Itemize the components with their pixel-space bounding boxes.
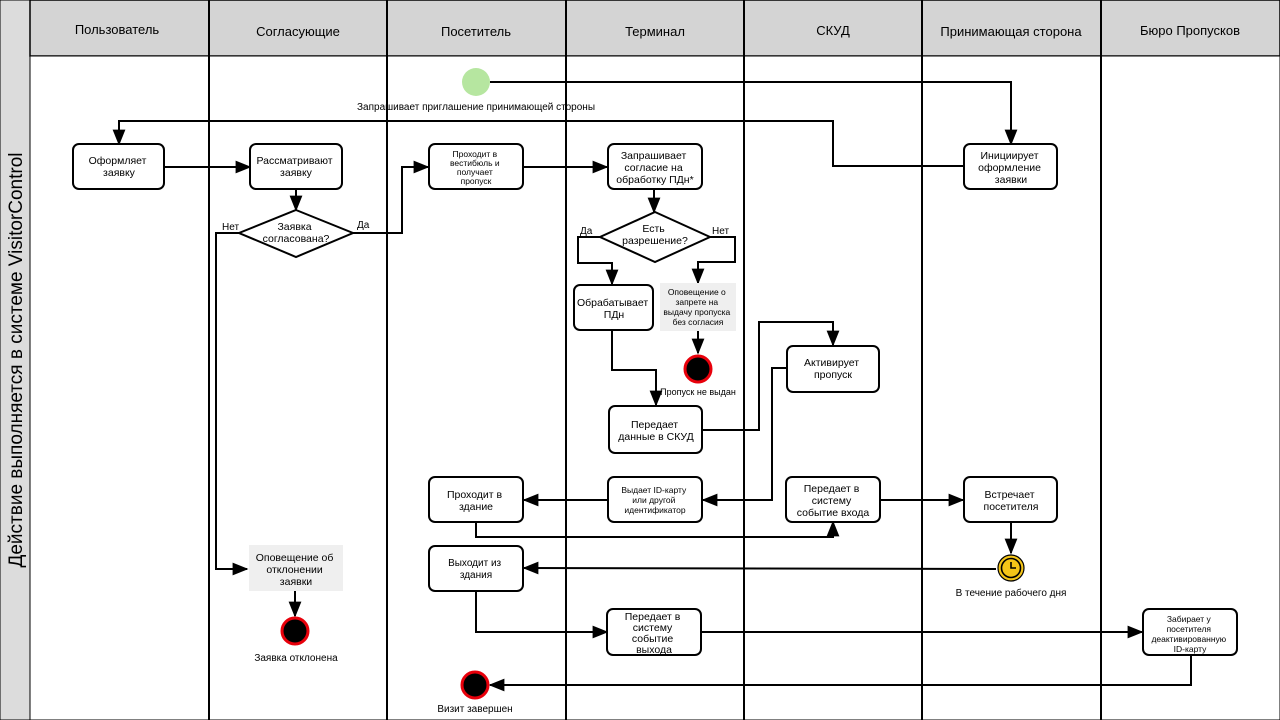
task-exit-event: Передает в систему событие выхода <box>625 611 684 656</box>
lane-title-visitor: Посетитель <box>441 24 511 39</box>
end-event-visit-completed <box>460 670 490 700</box>
end-event-pass-not-issued <box>683 354 713 384</box>
start-event <box>462 68 490 96</box>
lane-title-acs: СКУД <box>816 23 850 38</box>
label-no-approval: Нет <box>222 222 239 233</box>
task-meet-visitor: Встречает посетителя <box>984 489 1039 513</box>
task-review-request: Рассматривают заявку <box>256 155 335 179</box>
tasks <box>72 143 1238 656</box>
denial-notice-text: Оповещение о запрете на выдачу пропуска … <box>663 287 732 327</box>
task-collect-card: Забирает у посетителя деактивированную I… <box>1151 614 1228 654</box>
task-exit-building: Выходит из здания <box>448 558 504 581</box>
lane-title-approvers: Согласующие <box>256 24 340 39</box>
label-request-invitation: Запрашивает приглашение принимающей стор… <box>357 102 595 113</box>
end-event-rejected <box>280 616 310 646</box>
timer-event-icon <box>997 554 1025 582</box>
label-visit-completed: Визит завершен <box>437 704 512 715</box>
task-form-request: Оформляет заявку <box>89 155 150 179</box>
lane-title-host: Принимающая сторона <box>940 24 1082 39</box>
label-request-rejected: Заявка отклонена <box>254 653 338 664</box>
rejection-notice-box <box>249 545 343 591</box>
task-initiate-request: Инициирует оформление заявки <box>978 150 1044 186</box>
pool-title: Действие выполняется в системе VisitorCo… <box>6 153 27 568</box>
decision-permission-label: Есть разрешение? <box>622 223 688 247</box>
decision-request-approved <box>236 208 356 259</box>
rejection-notice-text: Оповещение об отклонении заявки <box>256 552 337 588</box>
label-yes-permission: Да <box>580 226 593 237</box>
task-send-to-acs: Передает данные в СКУД <box>618 419 694 443</box>
lane-title-user: Пользователь <box>75 22 160 37</box>
task-enter-building: Проходит в здание <box>447 489 505 513</box>
label-during-workday: В течение рабочего дня <box>956 587 1067 599</box>
label-yes-approval: Да <box>357 220 370 231</box>
lane-header-bar <box>29 0 1280 57</box>
denial-notice-box <box>660 283 736 331</box>
task-activate-pass: Активирует пропуск <box>804 357 862 381</box>
decision-has-permission <box>597 210 713 264</box>
task-entry-event: Передает в систему событие входа <box>797 483 870 519</box>
connectors <box>112 81 1192 692</box>
lane-title-terminal: Терминал <box>625 24 685 39</box>
decision-approved-label: Заявка согласована? <box>263 221 330 245</box>
task-issue-card: Выдает ID-карту или другой идентификатор <box>621 485 688 515</box>
task-request-consent: Запрашивает согласие на обработку ПДн* <box>616 150 693 186</box>
label-no-permission: Нет <box>712 226 729 237</box>
task-process-pd: Обрабатывает ПДн <box>577 297 651 321</box>
label-pass-not-issued: Пропуск не выдан <box>660 387 736 397</box>
lane-title-pass-office: Бюро Пропусков <box>1140 23 1240 38</box>
task-enter-lobby: Проходит в вестибюль и получает пропуск <box>450 149 502 186</box>
